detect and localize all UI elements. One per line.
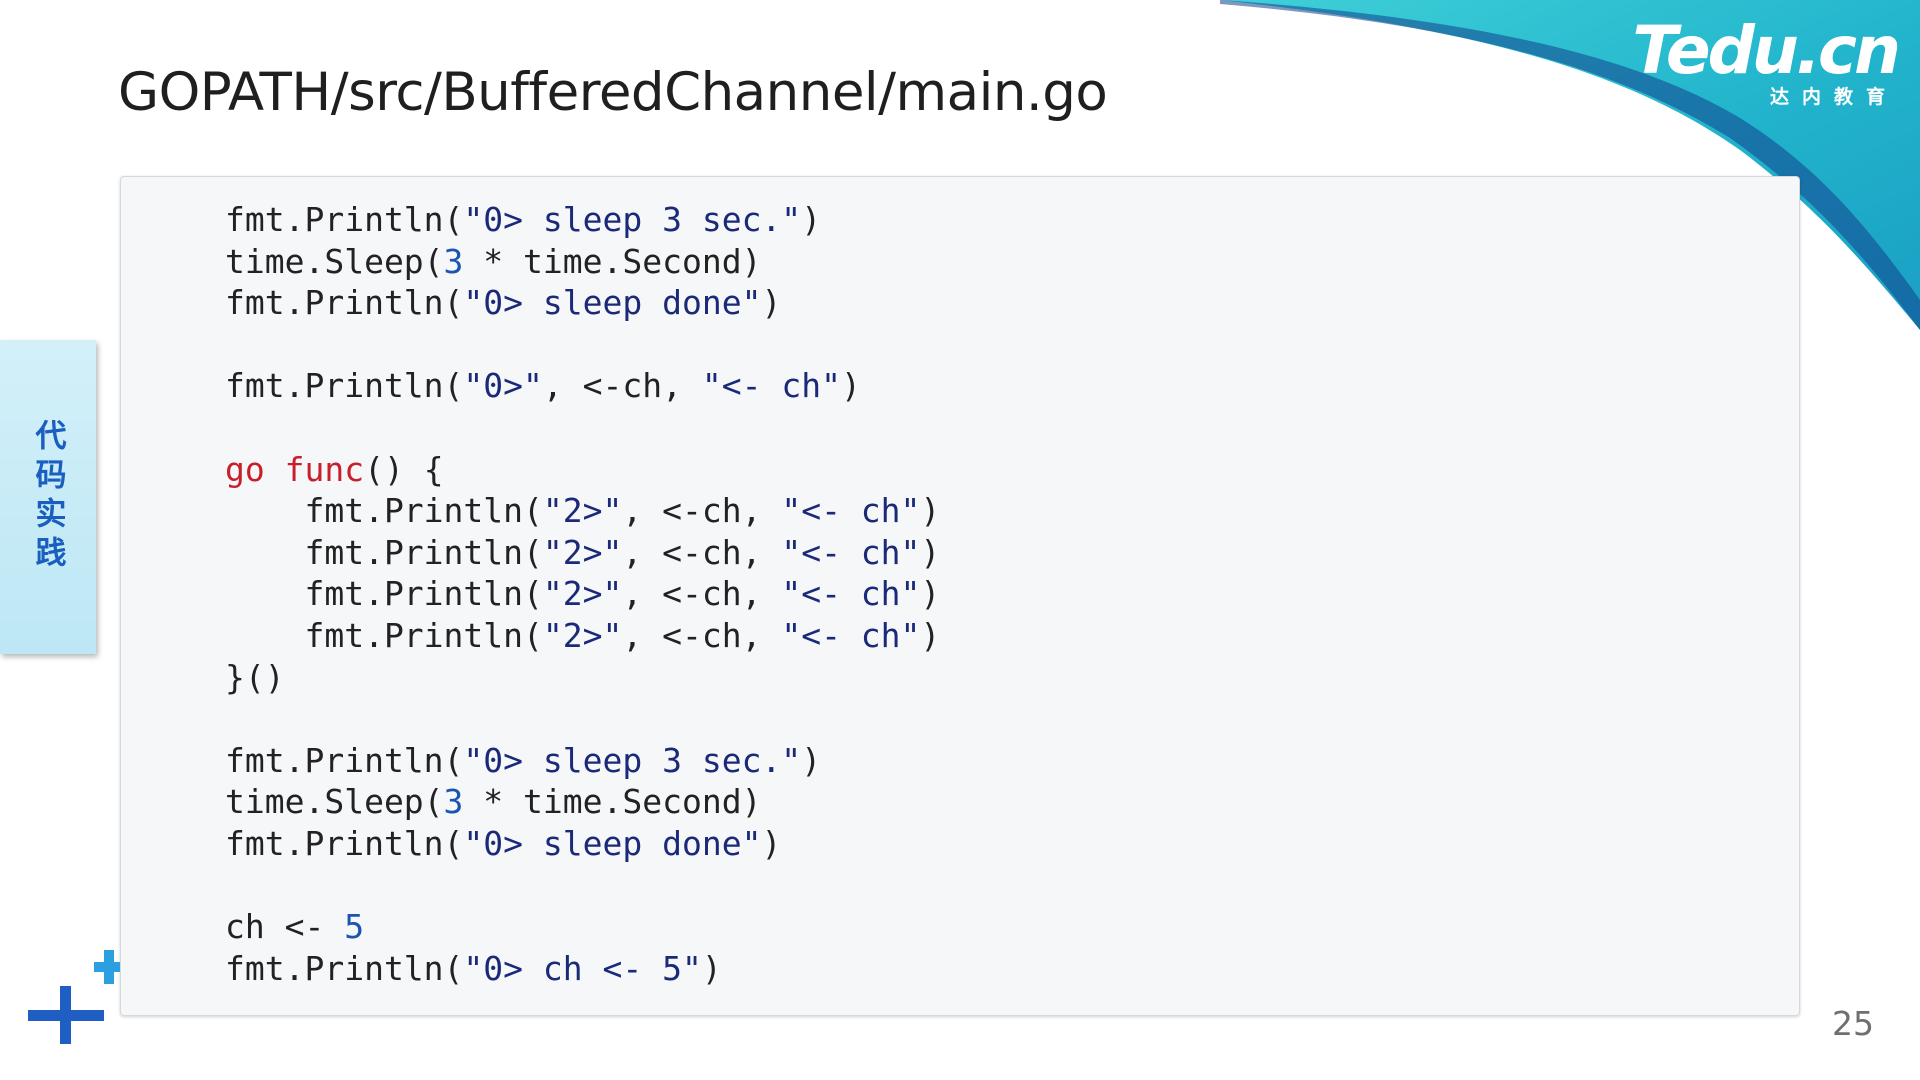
- code-token: "<- ch": [781, 532, 921, 572]
- code-line: [225, 865, 940, 907]
- code-line: fmt.Println("0> sleep done"): [225, 282, 940, 324]
- code-token: fmt.Println(: [225, 740, 464, 780]
- code-token: ): [920, 574, 941, 614]
- code-line: fmt.Println("0> sleep 3 sec."): [225, 199, 940, 241]
- code-token: "0> sleep done": [463, 823, 762, 863]
- code-token: , <-ch,: [622, 615, 782, 655]
- code-line: time.Sleep(3 * time.Second): [225, 241, 940, 283]
- teal-swoosh-icon: [1220, 0, 1920, 330]
- code-line: }(): [225, 657, 940, 699]
- code-token: time.Sleep(: [225, 241, 444, 281]
- code-token: fmt.Println(: [225, 366, 464, 406]
- code-token: "<- ch": [701, 366, 841, 406]
- side-tab-label: 代码实践: [29, 419, 66, 575]
- code-line: go func() {: [225, 449, 940, 491]
- code-token: () {: [364, 449, 444, 489]
- brand-logo: Tedu.cn 达内教育: [1632, 12, 1901, 109]
- code-token: 3: [443, 782, 464, 822]
- code-token: ): [761, 823, 782, 863]
- code-line: ch <- 5: [225, 906, 940, 948]
- code-line: fmt.Println("0> ch <- 5"): [225, 948, 940, 990]
- code-token: "0> sleep done": [463, 283, 762, 323]
- code-line: fmt.Println("0> sleep 3 sec."): [225, 740, 940, 782]
- brand-subtitle: 达内教育: [1769, 86, 1898, 108]
- plus-icon: [94, 950, 120, 984]
- code-line: time.Sleep(3 * time.Second): [225, 781, 940, 823]
- code-token: "<- ch": [781, 574, 921, 614]
- code-token: "<- ch": [781, 615, 921, 655]
- code-token: fmt.Println(: [225, 948, 464, 988]
- code-token: ): [761, 283, 782, 323]
- code-line: fmt.Println("2>", <-ch, "<- ch"): [225, 490, 940, 532]
- code-line: fmt.Println("0>", <-ch, "<- ch"): [225, 365, 940, 407]
- code-line: [225, 407, 940, 449]
- code-token: , <-ch,: [622, 491, 782, 531]
- code-token: "2>": [542, 574, 623, 614]
- code-token: [265, 450, 285, 489]
- code-token: time.Sleep(: [225, 782, 444, 822]
- plus-icon: [28, 986, 104, 1044]
- code-token: fmt.Println(: [225, 491, 543, 531]
- code-token: "0> ch <- 5": [463, 948, 702, 988]
- code-token: func: [284, 449, 365, 489]
- code-line: fmt.Println("2>", <-ch, "<- ch"): [225, 573, 940, 615]
- brand-wordmark: Tedu.cn: [1632, 12, 1901, 89]
- code-token: ): [920, 532, 941, 572]
- code-token: ): [801, 200, 822, 239]
- code-line: fmt.Println("2>", <-ch, "<- ch"): [225, 532, 940, 574]
- code-token: , <-ch,: [542, 366, 702, 406]
- code-token: ): [920, 615, 941, 655]
- code-token: 5: [344, 907, 365, 947]
- code-token: * time.Second): [463, 241, 762, 281]
- code-token: ): [840, 366, 861, 406]
- code-token: fmt.Println(: [225, 532, 543, 572]
- code-panel: fmt.Println("0> sleep 3 sec.")time.Sleep…: [120, 176, 1800, 1016]
- code-token: "2>": [542, 532, 623, 572]
- code-token: fmt.Println(: [225, 615, 543, 655]
- code-token: * time.Second): [463, 782, 762, 822]
- code-token: go: [225, 449, 265, 489]
- code-token: "2>": [542, 491, 623, 531]
- code-token: fmt.Println(: [225, 823, 464, 863]
- code-token: ): [801, 740, 822, 780]
- code-token: , <-ch,: [622, 574, 782, 614]
- code-token: fmt.Println(: [225, 574, 543, 614]
- code-line: fmt.Println("0> sleep done"): [225, 823, 940, 865]
- code-token: "2>": [542, 615, 623, 655]
- side-tab: 代码实践: [0, 340, 96, 654]
- code-token: "0> sleep 3 sec.": [463, 740, 802, 780]
- code-token: }(): [225, 657, 285, 697]
- page-title: GOPATH/src/BufferedChannel/main.go: [118, 62, 1108, 123]
- code-token: , <-ch,: [622, 532, 782, 572]
- code-token: ): [920, 491, 941, 531]
- code-token: ch <-: [225, 907, 345, 947]
- code-token: "0> sleep 3 sec.": [463, 200, 802, 239]
- page-number: 25: [1832, 1004, 1874, 1043]
- code-line: fmt.Println("2>", <-ch, "<- ch"): [225, 615, 940, 657]
- code-token: fmt.Println(: [225, 283, 464, 323]
- code-token: 3: [443, 241, 464, 281]
- code-token: ): [701, 948, 722, 988]
- code-line: [225, 698, 940, 740]
- code-line: [225, 324, 940, 366]
- code-token: "0>": [463, 366, 543, 406]
- code-token: "<- ch": [781, 491, 921, 531]
- code-token: fmt.Println(: [225, 200, 464, 239]
- code-block: fmt.Println("0> sleep 3 sec.")time.Sleep…: [225, 199, 940, 989]
